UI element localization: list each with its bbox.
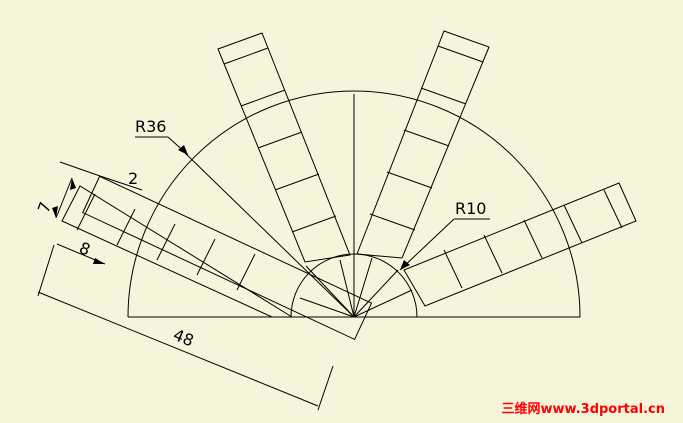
dim-8-label: 8 — [77, 238, 94, 259]
dim-r10-label: R10 — [455, 199, 486, 218]
dim-2-label: 2 — [128, 169, 138, 188]
dim-8 — [56, 243, 106, 265]
dim-7 — [52, 177, 76, 219]
dim-r36-label: R36 — [135, 117, 166, 136]
panel-upper-left — [217, 32, 351, 263]
dim-r10-leader — [399, 218, 490, 271]
panel-upper-right — [356, 30, 490, 259]
dim-48-label: 48 — [171, 325, 197, 350]
panel-right — [403, 182, 637, 307]
dim-7-label: 7 — [34, 199, 55, 215]
outer-arc-r36 — [127, 90, 581, 318]
dim-r36-leader — [135, 136, 189, 156]
watermark: 三维网www.3dportal.cn — [501, 402, 665, 417]
panel-grid-lines — [76, 45, 623, 291]
radial-lines — [182, 94, 413, 318]
dim-48 — [37, 244, 334, 411]
panel-left — [82, 175, 373, 341]
panel-left-grid — [61, 185, 294, 318]
dim-2 — [59, 161, 143, 191]
